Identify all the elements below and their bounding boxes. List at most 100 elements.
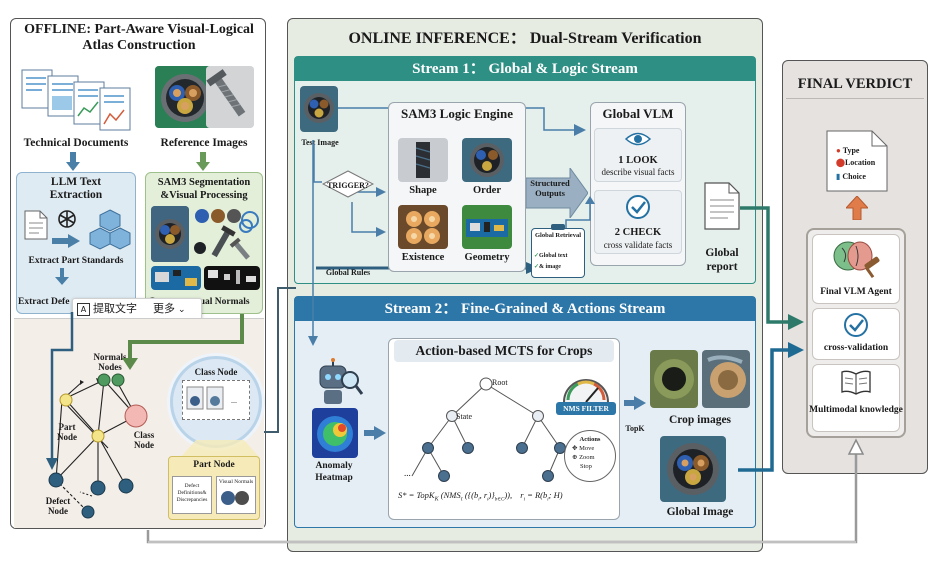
global-vlm-title: Global VLM: [602, 106, 674, 121]
trigger-label: TRIGGER?: [327, 181, 369, 190]
sam3-box-title: SAM3 Segmentation &Visual Processing: [145, 176, 263, 202]
stream2-header: Stream 2： Fine-Grained & Actions Stream: [295, 297, 755, 321]
llm-box-title-line1: LLM Text: [50, 176, 102, 188]
anomaly-to-mcts-arrow: [364, 426, 386, 440]
verdict-choice-label: Choice: [842, 172, 866, 181]
mcts-ellipsis: ...: [404, 468, 411, 478]
check-desc: cross validate facts: [603, 240, 673, 250]
structured-outputs-label: Structured Outputs: [530, 178, 570, 198]
formula-right2: = R(b: [524, 490, 548, 500]
offline-title-line2: Atlas Construction: [82, 38, 196, 53]
shape-image: [398, 138, 448, 182]
ocr-text-icon: A: [77, 303, 90, 316]
knowledge-graph: [14, 318, 264, 528]
global-report-icon: [704, 182, 740, 230]
ocr-more-label: 更多: [153, 302, 175, 315]
testimage-to-anomaly-arrow: [306, 140, 320, 350]
test-image: [300, 86, 338, 132]
sam3-pcb-image: [151, 266, 201, 290]
sam3-cable-image: [151, 206, 189, 262]
green-connector-offline: [110, 312, 260, 372]
formula-tau: τ: [460, 496, 463, 503]
nms-filter-label: NMS FILTER: [556, 402, 616, 415]
cross-validation-label: cross-validation: [823, 343, 889, 353]
reference-image-screw: [206, 66, 254, 128]
action-zoom-label: Zoom: [579, 454, 595, 461]
part-node-label: Part Node: [57, 422, 77, 442]
sam3-box-title-line1: SAM3 Segmentation: [157, 177, 251, 188]
llm-logo-icon: [56, 208, 78, 230]
look-label: 1 LOOK: [618, 155, 658, 166]
action-zoom: ⊕ Zoom: [572, 454, 614, 462]
order-image: [462, 138, 512, 182]
ocr-more-button[interactable]: 更多⌄: [153, 301, 199, 317]
llm-box-title: LLM Text Extraction: [16, 176, 136, 202]
action-stop: Stop: [572, 463, 614, 471]
formula-args4: b∈C: [494, 497, 505, 503]
chevron-down-icon: ⌄: [178, 305, 186, 315]
formula-nms: NMS: [443, 490, 461, 500]
sam3-logic-engine-title: SAM3 Logic Engine: [401, 106, 513, 121]
action-move: ✥ Move: [572, 445, 614, 453]
verdict-item-type: ● Type: [836, 146, 888, 155]
global-image-label: Global Image: [666, 506, 734, 518]
mcts-formula: S* = TopKK (NMSτ ({(bi, ri)}b∈C)), ri = …: [398, 490, 563, 503]
offline-title-line1: OFFLINE: Part-Aware Visual-Logical: [24, 22, 254, 37]
offline-title: OFFLINE: Part-Aware Visual-Logical Atlas…: [12, 22, 266, 54]
order-label: Order: [473, 185, 501, 196]
existence-image: [398, 205, 448, 249]
check-mark-icon: ✓: [534, 253, 540, 259]
arrow-down-docs: [66, 152, 80, 172]
part-visual-normals-text: Visual Normals: [218, 479, 254, 485]
geometry-label: Geometry: [464, 252, 510, 263]
look-desc: describe visual facts: [601, 167, 675, 177]
global-retrieval-title: Global Retrieval: [534, 232, 582, 239]
check-circle-icon: [625, 194, 651, 220]
check-label: 2 CHECK: [614, 227, 662, 238]
action-move-label: Move: [579, 445, 595, 452]
verdict-type-label: Type: [842, 146, 860, 155]
choice-bars-icon: ▮: [836, 172, 841, 181]
location-pin-icon: ⬤: [836, 158, 845, 167]
technical-documents-label: Technical Documents: [23, 137, 129, 149]
multimodal-knowledge-label: Multimodal knowledge: [809, 405, 903, 415]
verdict-location-label: Location: [844, 158, 876, 167]
part-visual-normals: Visual Normals: [216, 476, 256, 514]
brain-gavel-icon: [830, 236, 882, 280]
mcts-root-label: Root: [492, 378, 508, 387]
technical-documents-illustration: [18, 66, 136, 134]
arrow-down-images: [196, 152, 210, 172]
crop-image-2: [702, 350, 750, 408]
sam3-segmented-parts: [192, 206, 260, 264]
crop-image-1: [650, 350, 698, 408]
topk-arrow: [624, 396, 646, 410]
document-icon: [24, 210, 48, 240]
normals-nodes-label: Normals Nodes: [93, 352, 127, 372]
shape-label: Shape: [409, 185, 437, 196]
online-title: ONLINE INFERENCE： Dual-Stream Verificati…: [348, 30, 702, 47]
eye-icon: [625, 130, 651, 148]
zoom-class-card: ...: [182, 380, 250, 420]
crop-images-label: Crop images: [668, 414, 732, 426]
llm-box-title-line2: Extraction: [49, 189, 103, 201]
robot-magnifier-icon: [310, 358, 364, 408]
part-defect-definitions: Defect Definitions& Discrepancies: [172, 476, 212, 514]
actions-title: Actions: [579, 436, 601, 443]
verdict-item-location: ⬤Location: [836, 158, 888, 167]
global-retrieval-clipboard: [531, 228, 585, 278]
verdict-title-divider: [786, 98, 924, 99]
nms-gauge-icon: [560, 370, 612, 406]
type-dot-icon: ●: [836, 146, 841, 155]
retrieval-item-1: ✓Global text: [534, 252, 584, 259]
global-rules-label: Global Rules: [325, 268, 371, 277]
svg-text:...: ...: [231, 396, 237, 405]
anomaly-heatmap-image: [312, 408, 358, 458]
test-image-label: Test Image: [301, 138, 339, 147]
final-vlm-agent-label: Final VLM Agent: [820, 287, 892, 297]
extract-defects: Extract Defe: [18, 297, 70, 307]
reference-image-cable: [155, 66, 215, 128]
zoom-class-node-label: Class Node: [194, 367, 238, 377]
sam3-pcb-mask: [204, 266, 260, 290]
